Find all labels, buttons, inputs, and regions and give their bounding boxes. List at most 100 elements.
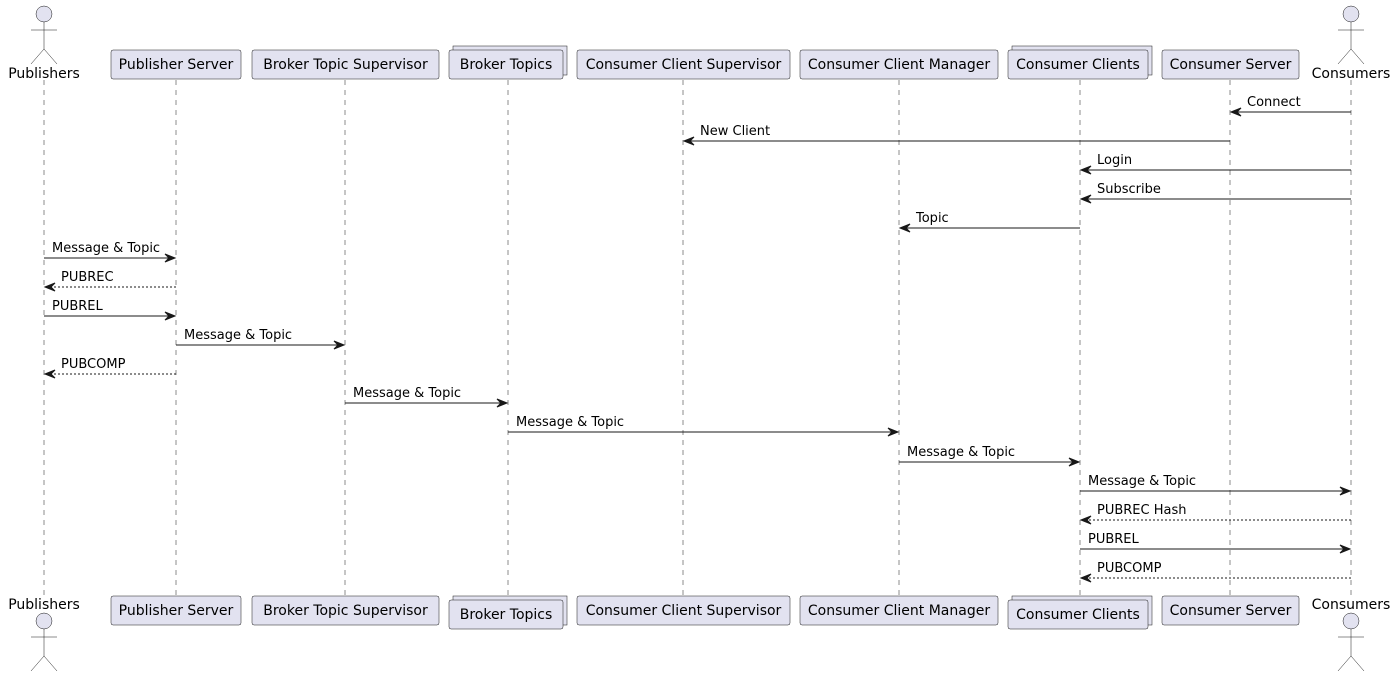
participant-label: Consumer Client Manager (808, 57, 990, 73)
message-6: Message & Topic (44, 241, 177, 263)
participant-box (1007, 599, 1149, 630)
participant-consumer-server-bottom: Consumer Server (1161, 595, 1300, 626)
participant-box (251, 595, 440, 626)
arrowhead (164, 311, 177, 321)
message-label: Message & Topic (52, 241, 160, 256)
participant-label: Broker Topics (460, 57, 553, 73)
participant-broker-topics-top: Broker Topics (448, 45, 568, 80)
arrowhead (1068, 457, 1081, 467)
participant-label: Broker Topics (460, 607, 553, 623)
actor-head (35, 612, 53, 630)
actor-head (1342, 5, 1360, 23)
message-12: Message & Topic (508, 415, 900, 437)
message-16: PUBREL (1080, 532, 1352, 554)
message-11: Message & Topic (345, 386, 509, 408)
participant-label: Publishers (8, 66, 80, 82)
participant-label: Publishers (8, 597, 80, 613)
arrowhead (1339, 544, 1352, 554)
participant-label: Consumers (1312, 597, 1391, 613)
participant-headers-bottom: Publishers Publisher Server Broker Topic S… (8, 595, 1391, 672)
participant-label: Consumer Clients (1016, 57, 1140, 73)
arrowhead (887, 427, 900, 437)
message-5: Topic (898, 211, 1080, 233)
participant-consumer-clients-bottom: Consumer Clients (1007, 595, 1153, 630)
arrowhead (43, 369, 56, 379)
message-label: Message & Topic (1088, 474, 1196, 489)
actor-consumers-bottom: Consumers (1312, 597, 1391, 672)
message-13: Message & Topic (899, 445, 1081, 467)
participant-label: Consumer Clients (1016, 607, 1140, 623)
participant-box (576, 595, 791, 626)
message-8: PUBREL (44, 299, 177, 321)
participant-broker-topic-supervisor-top: Broker Topic Supervisor (251, 49, 440, 80)
participant-label: Broker Topic Supervisor (263, 603, 428, 619)
arrowhead (1079, 165, 1092, 175)
participant-label: Broker Topic Supervisor (263, 57, 428, 73)
participant-label: Publisher Server (119, 57, 234, 73)
participant-box (799, 595, 999, 626)
participant-box (576, 49, 791, 80)
actor-head (1342, 612, 1360, 630)
arrowhead (1079, 194, 1092, 204)
actor-body (30, 22, 58, 65)
actor-body (30, 629, 58, 672)
message-7: PUBREC (43, 270, 176, 292)
message-1: Connect (1229, 95, 1351, 117)
participant-consumer-server-top: Consumer Server (1161, 49, 1300, 80)
message-9: Message & Topic (176, 328, 346, 350)
message-label: Topic (915, 211, 949, 226)
participant-label: Consumer Server (1170, 57, 1292, 73)
message-2: New Client (682, 124, 1230, 146)
participant-publisher-server-bottom: Publisher Server (110, 595, 242, 626)
arrowhead (1339, 486, 1352, 496)
participant-box (448, 599, 564, 630)
participant-label: Publisher Server (119, 603, 234, 619)
participant-box (799, 49, 999, 80)
actor-head (35, 5, 53, 23)
arrowhead (43, 282, 56, 292)
message-label: Message & Topic (353, 386, 461, 401)
message-label: Message & Topic (516, 415, 624, 430)
message-4: Subscribe (1079, 182, 1351, 204)
actor-body (1337, 22, 1365, 65)
message-17: PUBCOMP (1079, 561, 1351, 583)
arrowhead (682, 136, 695, 146)
message-10: PUBCOMP (43, 357, 176, 379)
participant-consumer-clients-top: Consumer Clients (1007, 45, 1153, 80)
participant-headers-top: Publishers Publisher Server Broker Topic S… (8, 5, 1391, 82)
participant-box (1161, 49, 1300, 80)
message-label: PUBCOMP (1097, 561, 1162, 576)
participant-consumer-client-manager-top: Consumer Client Manager (799, 49, 999, 80)
participant-box (1007, 49, 1149, 80)
participant-label: Consumer Client Supervisor (586, 603, 782, 619)
participant-broker-topics-bottom: Broker Topics (448, 595, 568, 630)
message-label: Message & Topic (184, 328, 292, 343)
participant-box (110, 49, 242, 80)
actor-publishers-bottom: Publishers (8, 597, 80, 672)
message-label: Login (1097, 153, 1132, 168)
actor-body (1337, 629, 1365, 672)
participant-label: Consumer Server (1170, 603, 1292, 619)
message-label: PUBREL (52, 299, 104, 314)
participant-publisher-server-top: Publisher Server (110, 49, 242, 80)
arrowhead (1079, 573, 1092, 583)
message-label: PUBCOMP (61, 357, 126, 372)
message-label: Message & Topic (907, 445, 1015, 460)
message-3: Login (1079, 153, 1351, 175)
participant-box (251, 49, 440, 80)
message-label: New Client (700, 124, 770, 139)
message-label: PUBREC (61, 270, 114, 285)
participant-label: Consumer Client Supervisor (586, 57, 782, 73)
message-label: Subscribe (1097, 182, 1161, 197)
actor-publishers-top: Publishers (8, 5, 80, 82)
message-label: PUBREC Hash (1097, 503, 1186, 518)
participant-label: Consumers (1312, 66, 1391, 82)
participant-label: Consumer Client Manager (808, 603, 990, 619)
message-label: PUBREL (1088, 532, 1140, 547)
participant-consumer-client-supervisor-top: Consumer Client Supervisor (576, 49, 791, 80)
message-14: Message & Topic (1080, 474, 1352, 496)
arrowhead (1229, 107, 1242, 117)
message-label: Connect (1247, 95, 1301, 110)
